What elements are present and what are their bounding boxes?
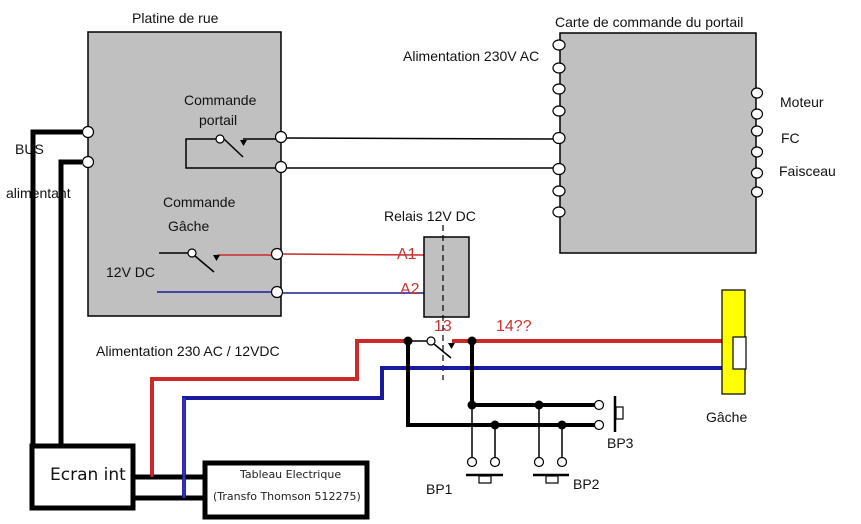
platine-title: Platine de rue — [132, 10, 219, 26]
relais-label: Relais 12V DC — [384, 208, 476, 224]
gache-terminal-2 — [270, 285, 284, 299]
tableau-label-2: (Transfo Thomson 512275) — [213, 490, 361, 503]
commande-portail-label-1: Commande — [184, 92, 257, 108]
bp3-label: BP3 — [607, 435, 634, 451]
carte-de-commande: Carte de commande du portail Alimentatio… — [403, 14, 836, 254]
carte-title: Carte de commande du portail — [555, 14, 743, 30]
carte-left-terminals — [552, 39, 566, 218]
relais-box — [423, 236, 470, 318]
push-button-wiring — [403, 336, 599, 458]
bus-terminal-1 — [81, 125, 95, 139]
gache-terminal-1 — [270, 247, 284, 261]
bus-label: BUS — [15, 141, 44, 157]
gache-label: Gâche — [706, 409, 747, 425]
faisceau-label: Faisceau — [779, 163, 836, 179]
a2-label: A2 — [400, 281, 420, 298]
bus-wires: BUS alimentant — [6, 129, 82, 448]
portail-command-wires — [286, 137, 554, 169]
relay-contact-13-14 — [426, 336, 455, 359]
a1-label: A1 — [397, 246, 417, 263]
tableau-label-1: Tableau Electrique — [239, 468, 341, 481]
moteur-label: Moteur — [780, 94, 824, 110]
gache-strike: Gâche — [706, 289, 747, 425]
bus-terminal-2 — [81, 155, 95, 169]
12v-dc-label: 12V DC — [106, 264, 155, 280]
commande-gache-label-2: Gâche — [168, 218, 209, 234]
tableau-electrique: Tableau Electrique (Transfo Thomson 5122… — [202, 460, 370, 520]
bp1-label: BP1 — [426, 481, 453, 497]
relais-12v: Relais 12V DC A1 A2 13 14?? — [282, 208, 532, 380]
terminal-14-label: 14?? — [496, 318, 532, 335]
gache-contact-switch — [157, 248, 281, 293]
ecran-interieur: Ecran int — [29, 443, 136, 511]
portail-terminal-2 — [274, 160, 288, 174]
portail-contact-switch — [185, 134, 281, 169]
commande-gache-label-1: Commande — [163, 194, 236, 210]
alimentation-230-12-label: Alimentation 230 AC / 12VDC — [96, 343, 280, 359]
carte-right-terminals — [750, 87, 764, 198]
tableau-box — [202, 460, 370, 520]
alimentation-230v-label: Alimentation 230V AC — [403, 48, 539, 64]
push-button-bp3: BP3 — [593, 396, 634, 451]
fc-label: FC — [781, 130, 800, 146]
push-button-bp1: BP1 — [426, 456, 503, 497]
commande-portail-label-2: portail — [199, 112, 237, 128]
portail-terminal-1 — [274, 130, 288, 144]
platine-box — [87, 31, 282, 317]
bp2-label: BP2 — [573, 476, 600, 492]
positive-wire — [150, 339, 722, 476]
push-button-bp2: BP2 — [533, 456, 600, 492]
carte-box — [559, 32, 757, 254]
ecran-label: Ecran int — [50, 465, 126, 485]
terminal-13-label: 13 — [434, 318, 452, 335]
ecran-tableau-wires — [133, 379, 205, 501]
alimentant-label: alimentant — [6, 185, 71, 201]
platine-de-rue: Platine de rue Commande portail Commande… — [81, 10, 288, 317]
